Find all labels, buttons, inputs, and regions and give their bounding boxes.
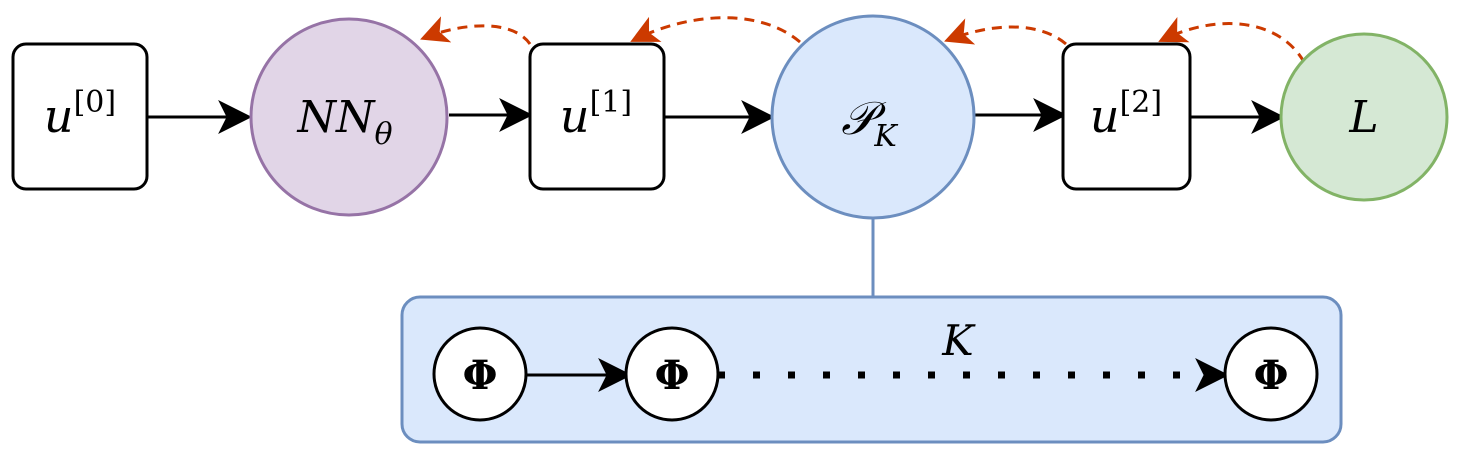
node-nn-label: NNθ [296, 92, 392, 152]
phi-node-2-label: Φ [655, 352, 690, 399]
phi-node-1-label: Φ [463, 352, 498, 399]
node-u2-label: u[2] [1090, 85, 1162, 143]
node-u2: u[2] [1061, 42, 1192, 191]
phi-node-1: Φ [432, 326, 528, 422]
node-u1-label: u[1] [560, 85, 632, 143]
p-k-expansion-box: K Φ Φ Φ [400, 295, 1343, 444]
phi-node-3-label: Φ [1254, 352, 1289, 399]
node-u1: u[1] [528, 42, 666, 191]
node-p-k: 𝒫K [770, 14, 976, 220]
backprop-arrow-u2-to-pk [944, 18, 1067, 46]
backprop-arrow-u1-to-nn [420, 16, 532, 45]
node-nn-theta: NNθ [249, 17, 449, 217]
forward-arrows [148, 98, 1286, 134]
phi-node-3: Φ [1223, 326, 1319, 422]
node-l-label: L [1348, 92, 1378, 143]
node-u0: u[0] [11, 42, 149, 191]
node-nn-circle [249, 17, 449, 217]
phi-node-2: Φ [624, 326, 720, 422]
backprop-arrow-l-to-u2 [1158, 17, 1306, 63]
node-pk-circle [770, 14, 976, 220]
node-u0-label: u[0] [44, 85, 116, 143]
backward-arrows [420, 16, 1306, 63]
node-l: L [1279, 32, 1449, 202]
expansion-iteration-label: K [941, 316, 976, 365]
expansion-box-background [400, 295, 1343, 444]
backprop-arrow-pk-to-u1 [630, 16, 801, 44]
node-l-circle [1279, 32, 1449, 202]
